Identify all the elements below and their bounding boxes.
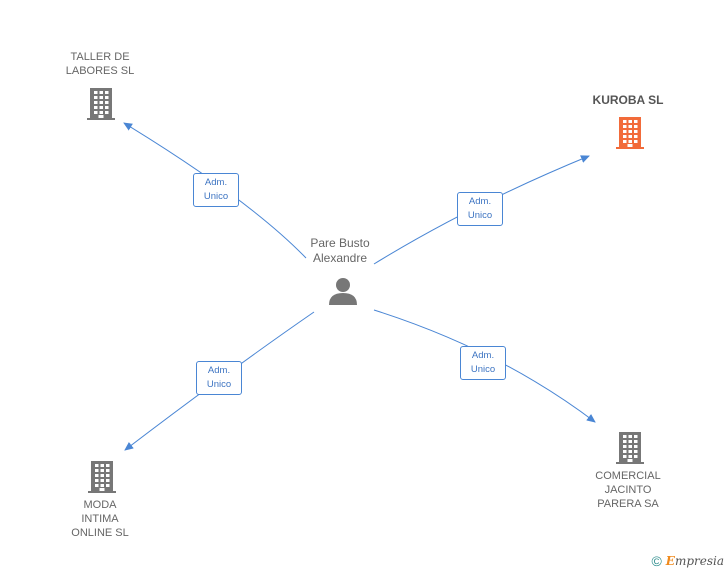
brand-initial: E <box>665 554 675 568</box>
company-name-kuroba[interactable]: KUROBA SL <box>592 93 664 107</box>
building-icon[interactable] <box>87 459 117 493</box>
person-icon[interactable] <box>328 277 358 305</box>
role-label-kuroba: Adm. Unico <box>457 192 503 226</box>
building-icon[interactable] <box>86 86 116 120</box>
building-icon[interactable] <box>615 115 645 149</box>
brand-name: mpresia <box>674 554 724 568</box>
company-name-moda[interactable]: MODA INTIMA ONLINE SL <box>71 499 129 539</box>
copyright-symbol: © <box>651 553 662 569</box>
role-label-taller: Adm. Unico <box>193 173 239 207</box>
brand-logo: Empresia <box>666 554 724 568</box>
role-label-moda: Adm. Unico <box>196 361 242 395</box>
footer-brand: © Empresia <box>651 553 724 569</box>
person-name[interactable]: Pare Busto Alexandre <box>310 236 370 265</box>
building-icon[interactable] <box>615 430 645 464</box>
role-label-comercial: Adm. Unico <box>460 346 506 380</box>
company-name-taller[interactable]: TALLER DE LABORES SL <box>65 51 135 77</box>
company-name-comercial[interactable]: COMERCIAL JACINTO PARERA SA <box>595 470 661 510</box>
